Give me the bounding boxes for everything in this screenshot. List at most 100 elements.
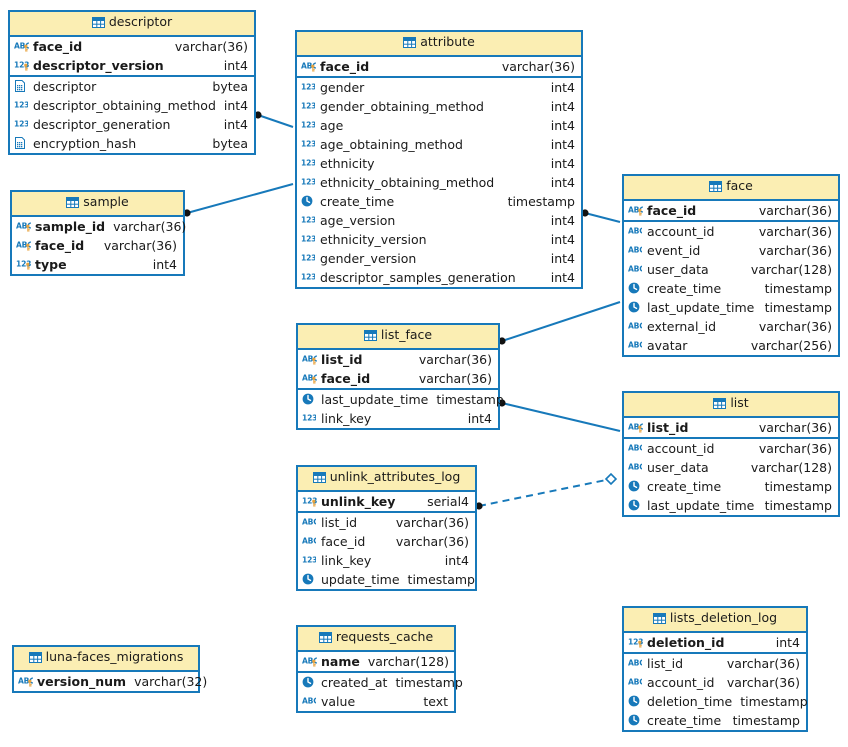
abc-key-icon: ABC bbox=[301, 60, 316, 73]
svg-text:ABC: ABC bbox=[628, 264, 642, 273]
table-icon bbox=[91, 17, 105, 31]
svg-text:123: 123 bbox=[14, 100, 28, 109]
column-name: event_id bbox=[647, 243, 701, 258]
svg-text:ABC: ABC bbox=[18, 676, 33, 685]
columns-section: ABCaccount_idvarchar(36)ABCuser_datavarc… bbox=[624, 439, 838, 515]
column-type: int4 bbox=[223, 98, 249, 113]
column-name: age_obtaining_method bbox=[320, 137, 463, 152]
column-type: int4 bbox=[550, 251, 575, 266]
column-type: int4 bbox=[550, 99, 575, 114]
column-type: int4 bbox=[152, 257, 177, 272]
column-type: bytea bbox=[212, 79, 248, 94]
entity-list[interactable]: listABClist_idvarchar(36)ABCaccount_idva… bbox=[622, 391, 840, 517]
123-icon: 123 bbox=[301, 176, 316, 189]
column-name: deletion_id bbox=[647, 635, 725, 650]
column-type: serial4 bbox=[427, 494, 469, 509]
abc-icon: ABC bbox=[628, 244, 643, 257]
column-type: timestamp bbox=[732, 713, 800, 728]
svg-text:ABC: ABC bbox=[628, 658, 642, 667]
entity-name: requests_cache bbox=[335, 629, 434, 644]
svg-text:123: 123 bbox=[301, 139, 315, 148]
svg-text:ABC: ABC bbox=[14, 41, 29, 50]
column-type: int4 bbox=[223, 117, 248, 132]
column-row: ABCavatarvarchar(256) bbox=[624, 336, 838, 355]
column-type: varchar(128) bbox=[750, 460, 832, 475]
svg-text:123: 123 bbox=[302, 555, 316, 564]
entity-lists_deletion_log[interactable]: lists_deletion_log123deletion_idint4ABCl… bbox=[622, 606, 808, 732]
entity-header: requests_cache bbox=[298, 627, 454, 652]
column-name: update_time bbox=[321, 572, 400, 587]
clock-icon bbox=[628, 301, 643, 314]
svg-text:ABC: ABC bbox=[628, 443, 642, 452]
column-name: face_id bbox=[33, 39, 83, 54]
abc-key-icon: ABC bbox=[628, 421, 643, 434]
svg-text:ABC: ABC bbox=[628, 340, 642, 349]
column-name: create_time bbox=[647, 281, 722, 296]
column-type: varchar(256) bbox=[750, 338, 832, 353]
123-icon: 123 bbox=[301, 81, 316, 94]
column-type: timestamp bbox=[395, 675, 463, 690]
svg-text:ABC: ABC bbox=[628, 462, 642, 471]
svg-text:123: 123 bbox=[301, 120, 315, 129]
relationship-attribute-face bbox=[581, 209, 621, 223]
column-type: int4 bbox=[550, 213, 575, 228]
column-name: account_id bbox=[647, 441, 715, 456]
123-icon: 123 bbox=[301, 233, 316, 246]
column-name: deletion_time bbox=[647, 694, 733, 709]
column-name: ethnicity_obtaining_method bbox=[320, 175, 495, 190]
column-name: descriptor_generation bbox=[33, 117, 171, 132]
abc-icon: ABC bbox=[302, 516, 317, 529]
column-name: face_id bbox=[320, 59, 370, 74]
table-icon bbox=[363, 330, 377, 344]
relationship-list_face-face bbox=[498, 301, 621, 345]
column-name: list_id bbox=[321, 515, 358, 530]
column-name: gender bbox=[320, 80, 365, 95]
column-type: varchar(36) bbox=[726, 656, 800, 671]
columns-section: ABClist_idvarchar(36)ABCface_idvarchar(3… bbox=[298, 513, 475, 589]
abc-icon: ABC bbox=[628, 320, 643, 333]
entity-name: luna-faces_migrations bbox=[45, 649, 184, 664]
column-name: external_id bbox=[647, 319, 717, 334]
column-type: timestamp bbox=[507, 194, 575, 209]
columns-section: ABClist_idvarchar(36)ABCaccount_idvarcha… bbox=[624, 654, 808, 730]
123-icon: 123 bbox=[301, 100, 316, 113]
column-type: int4 bbox=[223, 58, 248, 73]
svg-text:ABC: ABC bbox=[302, 354, 317, 363]
column-name: version_num bbox=[37, 674, 127, 689]
clock-icon bbox=[628, 499, 643, 512]
entity-face[interactable]: faceABCface_idvarchar(36)ABCaccount_idva… bbox=[622, 174, 840, 357]
column-type: varchar(36) bbox=[758, 203, 832, 218]
entity-header: descriptor bbox=[10, 12, 254, 37]
svg-text:123: 123 bbox=[301, 101, 315, 110]
svg-text:ABC: ABC bbox=[628, 245, 642, 254]
clock-icon bbox=[301, 195, 316, 208]
column-type: varchar(128) bbox=[750, 262, 832, 277]
column-name: user_data bbox=[647, 460, 709, 475]
column-type: timestamp bbox=[436, 392, 504, 407]
column-type: varchar(36) bbox=[758, 243, 832, 258]
column-type: int4 bbox=[550, 156, 575, 171]
table-icon bbox=[709, 181, 723, 195]
